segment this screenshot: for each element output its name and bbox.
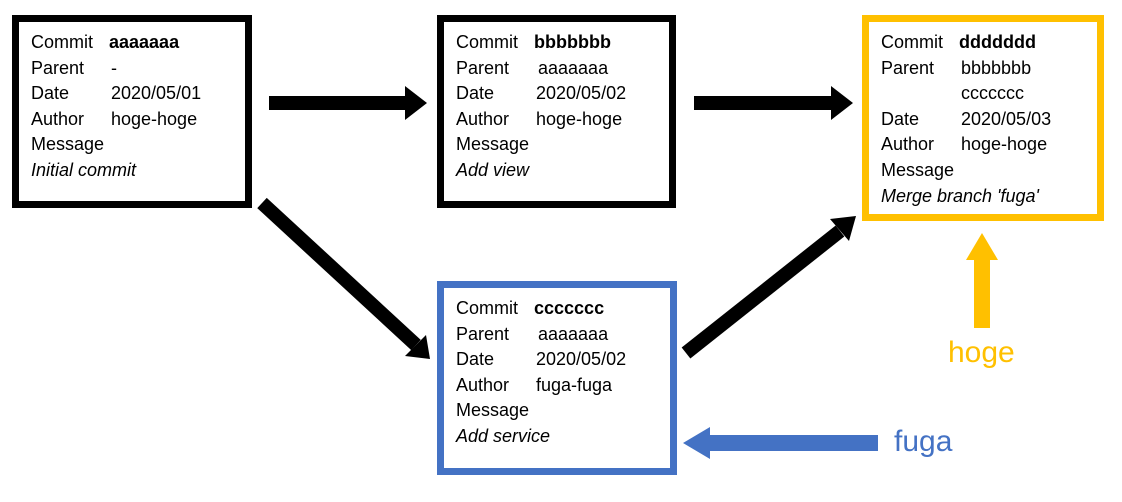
commit-box-b: Commit bbbbbbb Parent aaaaaaa Date 2020/05/… [437,15,676,208]
fuga-branch-arrow [683,427,878,459]
commit-row: Commit ccccccc [456,296,670,322]
author-row: Author fuga-fuga [456,373,670,399]
author-value: hoge-hoge [536,108,623,129]
parent-label: Parent [881,57,935,78]
parent-value: aaaaaaa [538,323,609,344]
date-row: Date 2020/05/02 [456,347,670,373]
parent-row: Parent aaaaaaa [456,56,669,82]
author-label: Author [31,108,85,129]
parent-label: Parent [456,323,510,344]
message-value: Initial commit [31,159,137,180]
message-value: Merge branch 'fuga' [881,185,1039,206]
author-label: Author [456,374,510,395]
commit-row: Commit bbbbbbb [456,30,669,56]
hoge-branch-arrow [966,233,998,328]
commit-box-a: Commit aaaaaaa Parent - Date 2020/05/01 Aut… [12,15,252,208]
date-row: Date 2020/05/01 [31,81,245,107]
parent-row-2: ccccccc [881,81,1097,107]
date-row: Date 2020/05/02 [456,81,669,107]
parent-value-1: bbbbbbb [961,57,1032,78]
date-label: Date [456,83,495,104]
arrow-b-to-d [694,86,853,120]
parent-row: Parent - [31,56,245,82]
message-label: Message [881,159,955,180]
message-label-row: Message [881,158,1097,184]
branch-label-fuga: fuga [894,425,953,458]
author-value: hoge-hoge [961,134,1048,155]
commit-hash: bbbbbbb [534,32,611,52]
message-value: Add view [456,159,530,180]
message-value: Add service [456,425,551,446]
date-value: 2020/05/02 [536,83,627,104]
parent-label: Parent [31,57,85,78]
author-label: Author [456,108,510,129]
author-row: Author hoge-hoge [881,132,1097,158]
message-label-row: Message [456,132,669,158]
arrow-c-to-d [681,216,856,359]
commit-label: Commit [31,32,93,52]
parent-row: Parent bbbbbbb [881,56,1097,82]
message-label: Message [456,134,530,155]
author-value: hoge-hoge [111,108,198,129]
author-value: fuga-fuga [536,374,613,395]
commit-label: Commit [881,32,943,52]
date-label: Date [456,349,495,370]
date-label: Date [881,108,920,129]
parent-value: aaaaaaa [538,57,609,78]
commit-row: Commit ddddddd [881,30,1097,56]
commit-hash: ccccccc [534,298,605,318]
author-row: Author hoge-hoge [456,107,669,133]
commit-row: Commit aaaaaaa [31,30,245,56]
message-label-row: Message [456,398,670,424]
arrow-a-to-b [269,86,427,120]
commit-label: Commit [456,298,518,318]
commit-hash: aaaaaaa [109,32,180,52]
commit-box-c: Commit ccccccc Parent aaaaaaa Date 2020/05/… [437,281,677,475]
parent-row: Parent aaaaaaa [456,322,670,348]
date-value: 2020/05/03 [961,108,1052,129]
commit-hash: ddddddd [959,32,1036,52]
date-value: 2020/05/02 [536,349,627,370]
message-label: Message [31,134,105,155]
message-label: Message [456,400,530,421]
date-value: 2020/05/01 [111,83,202,104]
message-label-row: Message [31,132,245,158]
commit-box-d: Commit ddddddd Parent bbbbbbb ccccccc Date… [862,15,1104,221]
branch-label-hoge: hoge [948,336,1015,369]
date-label: Date [31,83,70,104]
parent-value: - [111,57,117,78]
author-row: Author hoge-hoge [31,107,245,133]
commit-label: Commit [456,32,518,52]
parent-value-2: ccccccc [961,83,1024,104]
parent-label: Parent [456,57,510,78]
arrow-a-to-c [257,197,430,359]
author-label: Author [881,134,935,155]
date-row: Date 2020/05/03 [881,107,1097,133]
